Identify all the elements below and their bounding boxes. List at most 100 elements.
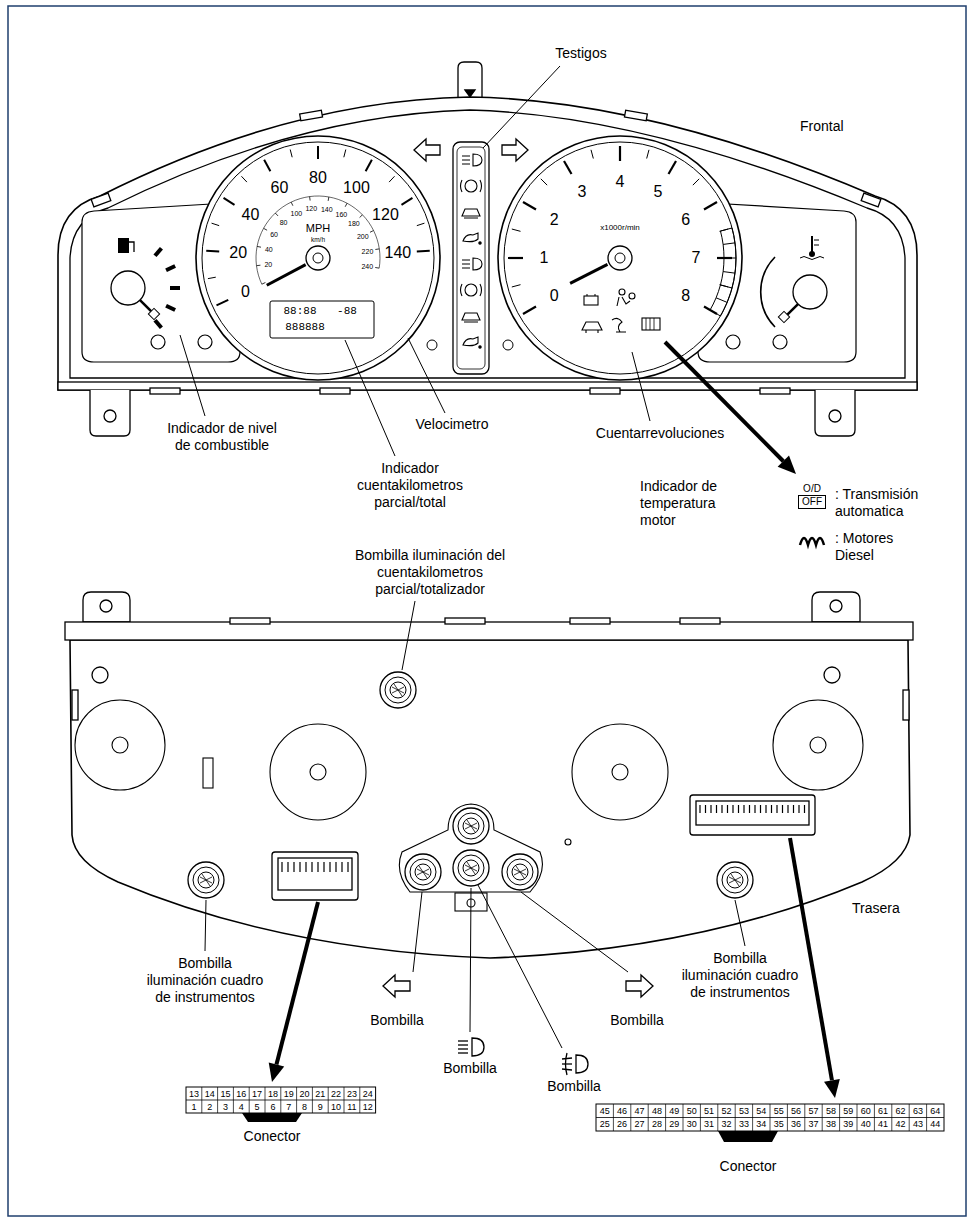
pin-number: 48	[652, 1106, 662, 1115]
connector-pins	[804, 805, 805, 813]
tachometer-scale	[564, 161, 572, 174]
diesel-glow-symbol	[800, 538, 824, 545]
pin-table	[822, 1104, 823, 1131]
connector-pins	[738, 805, 739, 813]
temperature-gauge	[809, 251, 815, 257]
gauge-back	[270, 724, 366, 820]
bulb-symbol-icon	[458, 1052, 468, 1053]
gauge-back	[75, 700, 165, 790]
pin-table	[613, 1104, 614, 1131]
cluster-housing	[83, 592, 130, 622]
leader-line	[408, 338, 445, 413]
pin-table	[804, 1104, 805, 1131]
pin-table	[328, 1087, 329, 1113]
pin-number: 61	[878, 1106, 888, 1115]
dial-number: 120	[372, 207, 399, 223]
pin-number: 32	[721, 1120, 731, 1129]
gauge-panel	[198, 335, 212, 349]
pin-number: 8	[302, 1102, 307, 1111]
connector-pins	[776, 805, 777, 813]
pin-number: 16	[236, 1089, 246, 1098]
gauge-back	[565, 839, 571, 845]
callout-label: Conector	[244, 1128, 301, 1145]
connector-pins	[771, 805, 772, 813]
speedometer-scale	[256, 265, 260, 266]
bulb-socket	[202, 874, 210, 886]
pointer-arrow	[269, 342, 840, 1098]
pin-number: 45	[600, 1106, 610, 1115]
cluster-housing	[58, 97, 917, 390]
pin-table	[752, 1104, 753, 1131]
pin-number: 41	[878, 1120, 888, 1129]
warning-light-strip	[427, 340, 437, 350]
pin-number: 33	[739, 1120, 749, 1129]
warning-icon	[461, 154, 483, 348]
bulb-socket	[463, 860, 479, 876]
callout-label: Bombilla iluminación cuadro de instrumen…	[144, 955, 266, 1005]
gauge-back	[399, 804, 542, 892]
speedometer-scale	[224, 198, 235, 205]
gauge-back	[572, 724, 668, 820]
pin-number: 54	[756, 1106, 766, 1115]
indicator-box: O/DOFF	[798, 483, 826, 509]
warning-icon	[462, 209, 480, 216]
speedometer-scale	[306, 246, 330, 270]
warning-light-strip	[427, 142, 513, 374]
tachometer-scale	[508, 146, 736, 316]
dial-number: 200	[357, 232, 369, 239]
pin-table	[770, 1104, 771, 1131]
speedometer-scale	[291, 202, 293, 206]
dial-number: 160	[336, 210, 348, 217]
warning-icon	[584, 296, 598, 305]
bulb-socket	[717, 862, 753, 898]
pin-number: 58	[826, 1106, 836, 1115]
warning-icon	[629, 293, 635, 299]
warning-icon	[479, 242, 481, 244]
bulb-symbol-icon	[576, 1055, 588, 1073]
speedometer-scale	[264, 228, 268, 230]
speedometer-scale	[216, 300, 228, 305]
speedometer-scale	[345, 203, 347, 207]
speedometer-scale	[417, 223, 425, 225]
bulb-symbol-icon	[472, 1038, 484, 1056]
connector-pins	[281, 862, 282, 872]
tachometer-scale	[720, 285, 732, 288]
tachometer-scale	[723, 243, 735, 245]
fuel-gauge	[166, 266, 175, 270]
dial-number: 1	[540, 250, 549, 266]
bulb-socket	[419, 866, 427, 878]
pin-number: 43	[913, 1120, 923, 1129]
pin-number: 13	[189, 1089, 199, 1098]
pin-number: 35	[774, 1120, 784, 1129]
cluster-housing	[72, 690, 78, 720]
bulb-socket	[507, 859, 533, 885]
connector-pins	[793, 805, 794, 813]
cluster-housing	[300, 110, 323, 121]
speedometer-scale	[275, 213, 278, 216]
bulb-socket	[188, 672, 753, 898]
leader-line	[735, 900, 745, 946]
pin-number: 56	[791, 1106, 801, 1115]
cluster-housing	[624, 110, 647, 121]
warning-icon	[463, 233, 478, 242]
cluster-housing	[230, 618, 270, 624]
pin-table	[186, 1087, 376, 1113]
tachometer-scale	[710, 310, 720, 316]
warning-icon	[646, 318, 647, 330]
unit-label: x1000r/min	[600, 224, 640, 232]
pin-table	[874, 1104, 875, 1131]
pin-number: 4	[239, 1102, 244, 1111]
pin-number: 60	[861, 1106, 871, 1115]
speedometer-scale	[360, 215, 363, 218]
pin-number: 10	[331, 1102, 341, 1111]
bulb-socket	[198, 872, 214, 888]
pin-number: 5	[255, 1102, 260, 1111]
bulb-socket	[722, 867, 748, 893]
connector-pins	[323, 862, 324, 872]
dial-number: 60	[271, 180, 289, 196]
speedometer-scale	[317, 146, 319, 159]
connector-pins	[716, 805, 717, 813]
pin-number: 44	[930, 1120, 940, 1129]
pin-table	[280, 1087, 281, 1113]
cluster-housing	[320, 388, 350, 394]
